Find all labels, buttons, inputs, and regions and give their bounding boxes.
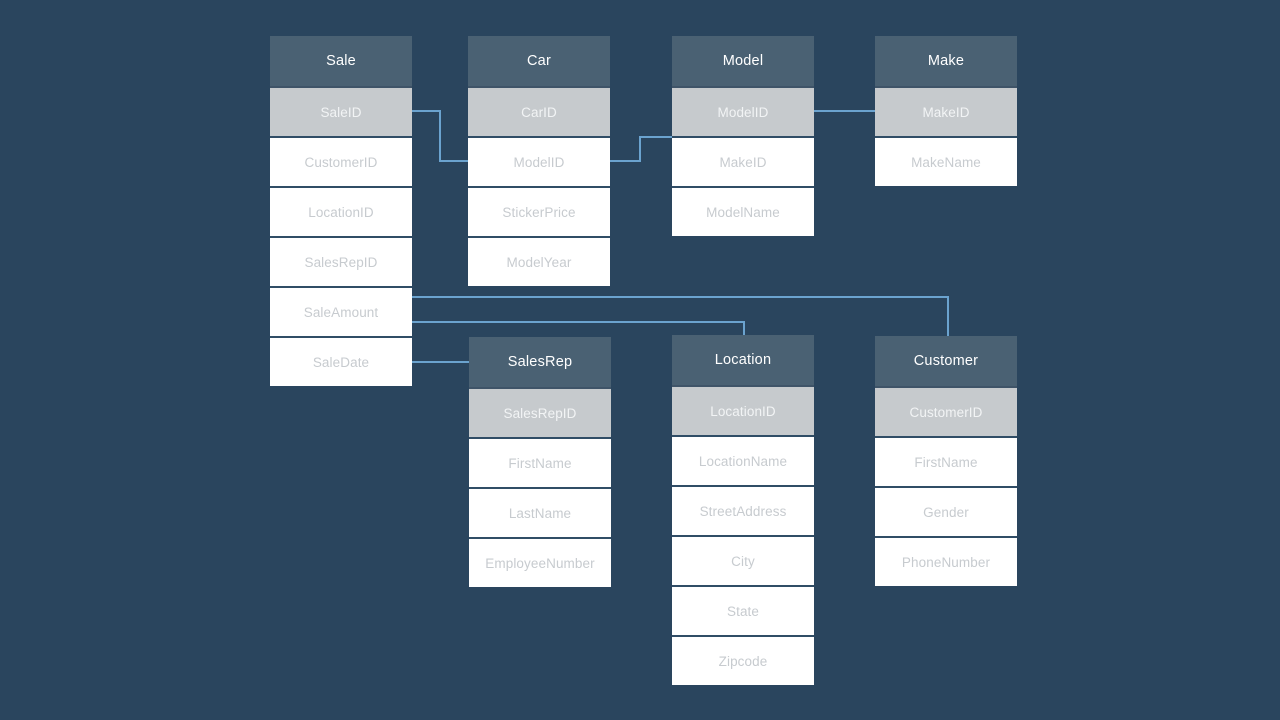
- entity-title-salesrep: SalesRep: [469, 337, 611, 387]
- field-employeenumber[interactable]: EmployeeNumber: [469, 537, 611, 587]
- primary-key-field-carid[interactable]: CarID: [468, 86, 610, 136]
- primary-key-field-modelid[interactable]: ModelID: [672, 86, 814, 136]
- entity-title-sale: Sale: [270, 36, 412, 86]
- field-state[interactable]: State: [672, 585, 814, 635]
- primary-key-field-customerid[interactable]: CustomerID: [875, 386, 1017, 436]
- field-locationname[interactable]: LocationName: [672, 435, 814, 485]
- field-salesrepid[interactable]: SalesRepID: [270, 236, 412, 286]
- field-saledate[interactable]: SaleDate: [270, 336, 412, 386]
- field-makeid[interactable]: MakeID: [672, 136, 814, 186]
- field-gender[interactable]: Gender: [875, 486, 1017, 536]
- field-firstname[interactable]: FirstName: [469, 437, 611, 487]
- field-lastname[interactable]: LastName: [469, 487, 611, 537]
- field-makename[interactable]: MakeName: [875, 136, 1017, 186]
- field-stickerprice[interactable]: StickerPrice: [468, 186, 610, 236]
- field-modelname[interactable]: ModelName: [672, 186, 814, 236]
- field-phonenumber[interactable]: PhoneNumber: [875, 536, 1017, 586]
- field-streetaddress[interactable]: StreetAddress: [672, 485, 814, 535]
- field-locationid[interactable]: LocationID: [270, 186, 412, 236]
- field-firstname[interactable]: FirstName: [875, 436, 1017, 486]
- entity-title-customer: Customer: [875, 336, 1017, 386]
- primary-key-field-makeid[interactable]: MakeID: [875, 86, 1017, 136]
- entity-title-car: Car: [468, 36, 610, 86]
- entity-title-location: Location: [672, 335, 814, 385]
- field-saleamount[interactable]: SaleAmount: [270, 286, 412, 336]
- field-zipcode[interactable]: Zipcode: [672, 635, 814, 685]
- relationship-line-3: [411, 296, 949, 337]
- field-modelyear[interactable]: ModelYear: [468, 236, 610, 286]
- field-city[interactable]: City: [672, 535, 814, 585]
- entity-title-make: Make: [875, 36, 1017, 86]
- relationship-line-0: [411, 110, 469, 162]
- field-modelid[interactable]: ModelID: [468, 136, 610, 186]
- primary-key-field-locationid[interactable]: LocationID: [672, 385, 814, 435]
- entity-title-model: Model: [672, 36, 814, 86]
- primary-key-field-saleid[interactable]: SaleID: [270, 86, 412, 136]
- relationship-line-1: [609, 136, 673, 162]
- primary-key-field-salesrepid[interactable]: SalesRepID: [469, 387, 611, 437]
- field-customerid[interactable]: CustomerID: [270, 136, 412, 186]
- relationship-line-4: [411, 321, 745, 336]
